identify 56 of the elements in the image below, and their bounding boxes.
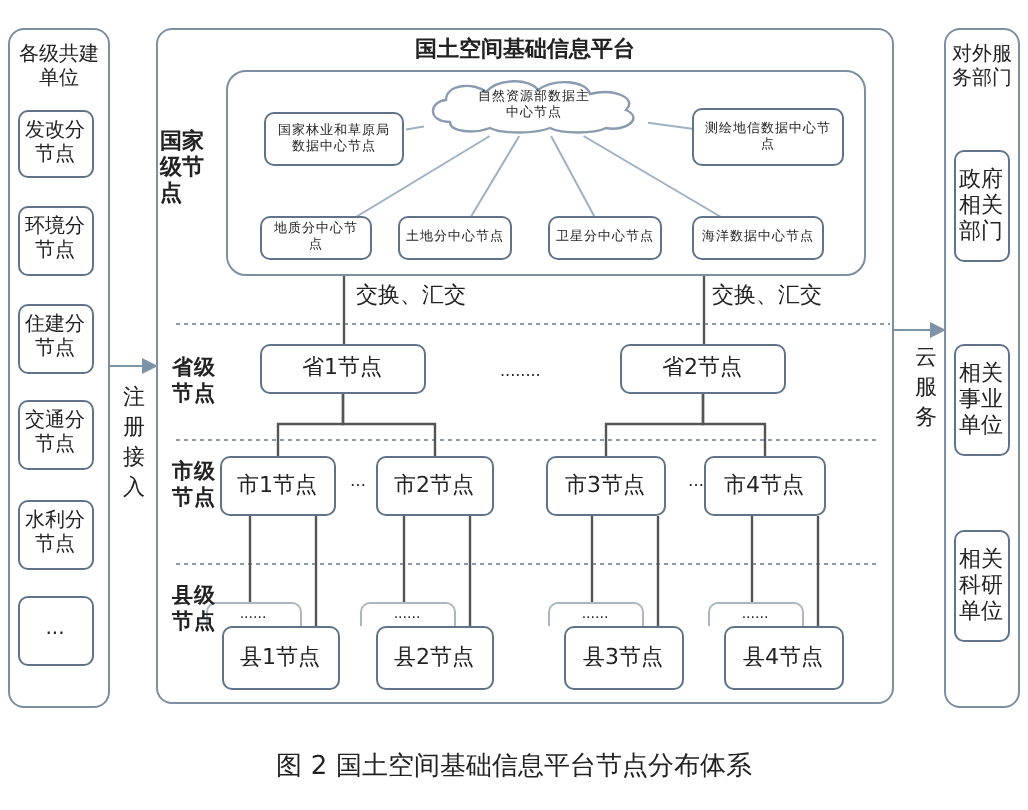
node-box: 相关科研单位 — [953, 529, 1009, 641]
node-box: 市1节点 — [219, 455, 335, 515]
connector-line — [590, 516, 594, 602]
connector-line — [405, 125, 425, 131]
node-box: 县4节点 — [723, 625, 843, 689]
side-panel — [8, 28, 110, 708]
connector-line — [342, 276, 346, 344]
edge-label: 交换、汇交 — [356, 282, 466, 309]
connector-line — [656, 516, 660, 626]
node-box: 市3节点 — [545, 455, 665, 515]
level-label: 市级节点 — [172, 460, 218, 511]
connector-line — [750, 516, 754, 602]
level-label: 国家级节点 — [160, 128, 206, 208]
connector-line — [550, 135, 597, 219]
national-node-frame — [225, 69, 865, 275]
connector-line — [402, 516, 406, 602]
connector-line — [816, 516, 820, 626]
level-label: 省级节点 — [172, 356, 218, 407]
node-box: 县2节点 — [375, 625, 493, 689]
node-box: 县1节点 — [221, 625, 339, 689]
ellipsis: … — [350, 472, 366, 492]
connector-line — [353, 135, 491, 219]
connector-line — [701, 394, 767, 456]
node-box: 相关事业单位 — [953, 343, 1009, 455]
connector-line — [469, 135, 521, 219]
ellipsis: … — [688, 472, 704, 492]
connector-line — [341, 394, 437, 456]
connector-line — [314, 516, 318, 626]
arrow — [893, 322, 946, 338]
node-box: 环境分节点 — [17, 205, 93, 275]
connector-line — [248, 516, 252, 602]
edge-label: 交换、汇交 — [712, 282, 822, 309]
platform-title: 国土空间基础信息平台 — [413, 36, 637, 63]
node-box: 政府相关部门 — [953, 149, 1009, 261]
arrow — [109, 358, 158, 374]
connector-line — [468, 516, 472, 626]
node-box: 省2节点 — [619, 343, 785, 393]
node-box: ... — [17, 595, 93, 665]
ellipsis: ........ — [500, 362, 541, 382]
edge-label: 注册接入 — [122, 384, 146, 503]
connector-line — [647, 121, 695, 130]
node-box: 住建分节点 — [17, 303, 93, 373]
caption: 图 2 国土空间基础信息平台节点分布体系 — [274, 752, 754, 784]
node-box: 市2节点 — [375, 455, 493, 515]
connector-line — [582, 135, 724, 219]
panel-heading: 对外服务部门 — [950, 44, 1014, 92]
node-box: 交通分节点 — [17, 399, 93, 469]
panel-heading: 各级共建单位 — [17, 44, 101, 92]
node-box: 县3节点 — [563, 625, 683, 689]
connector-line — [702, 276, 706, 344]
node-box: 发改分节点 — [17, 109, 93, 177]
node-box: 市4节点 — [703, 455, 825, 515]
node-box: 水利分节点 — [17, 499, 93, 569]
node-box: 省1节点 — [259, 343, 425, 393]
side-panel — [944, 28, 1020, 708]
platform-frame — [156, 28, 894, 704]
